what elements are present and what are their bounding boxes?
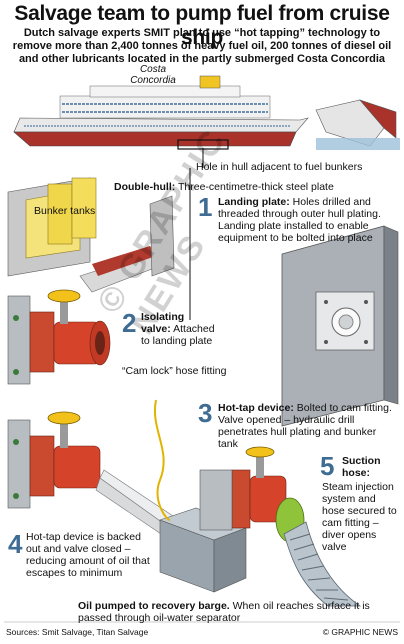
oil-pumped-note: Oil pumped to recovery barge. When oil r…: [78, 600, 400, 624]
ship-name-label: Costa Concordia: [130, 64, 176, 86]
step-4-number: 4: [8, 529, 23, 559]
sources-note: Sources: Smit Salvage, Titan Salvage: [6, 627, 149, 637]
bunker-tanks-cutaway: [7, 177, 175, 293]
suction-hose: [199, 446, 362, 607]
step-4-body: Hot-tap device is backed out and valve c…: [26, 531, 150, 579]
step-2-body: Attached to landing plate: [141, 323, 215, 347]
step-1-title: Landing plate:: [218, 196, 290, 208]
step-3-body: Bolted to cam fitting. Valve opened – hy…: [218, 402, 392, 450]
step-2-text: Isolating valve: Attached to landing pla…: [141, 311, 215, 347]
step-3-title: Hot-tap device:: [218, 402, 294, 414]
step-3-number: 3: [198, 398, 213, 428]
step-3-text: Hot-tap device: Bolted to cam fitting. V…: [218, 402, 398, 450]
credit-note: © GRAPHIC NEWS: [322, 627, 398, 637]
landing-plate: [281, 225, 399, 427]
bunker-tanks-label: Bunker tanks: [34, 205, 96, 217]
double-hull-label: Double-hull:: [114, 181, 176, 193]
double-hull-note: Double-hull: Three-centimetre-thick stee…: [114, 181, 334, 193]
oil-pumped-label: Oil pumped to recovery barge.: [78, 600, 230, 612]
step-5-title: Suction hose:: [342, 455, 381, 479]
step-2-title: Isolating valve:: [141, 311, 185, 335]
oil-pumped-text: When oil reaches surface it is passed th…: [78, 600, 370, 624]
cam-lock-label: “Cam lock” hose fitting: [122, 365, 227, 377]
page-subtitle: Dutch salvage experts SMIT plan to use “…: [12, 27, 392, 65]
capsized-ship-icon: [315, 99, 400, 150]
step-5-title-wrap: Suction hose:: [342, 455, 402, 479]
step-5-number: 5: [320, 451, 335, 481]
step-5-body: Steam injection system and hose secured …: [322, 481, 397, 553]
step-1-body: Holes drilled and threaded through outer…: [218, 196, 381, 244]
step-2-number: 2: [122, 308, 137, 338]
hot-tap-device: [7, 399, 247, 593]
hull-hole-note: Hole in hull adjacent to fuel bunkers: [196, 161, 363, 173]
double-hull-text: Three-centimetre-thick steel plate: [177, 181, 334, 193]
cruise-ship: [13, 75, 309, 150]
isolating-valve: [7, 289, 111, 385]
step-1-text: Landing plate: Holes drilled and threade…: [218, 196, 398, 244]
page-title: Salvage team to pump fuel from cruise sh…: [14, 2, 390, 49]
step-1-number: 1: [198, 192, 213, 222]
